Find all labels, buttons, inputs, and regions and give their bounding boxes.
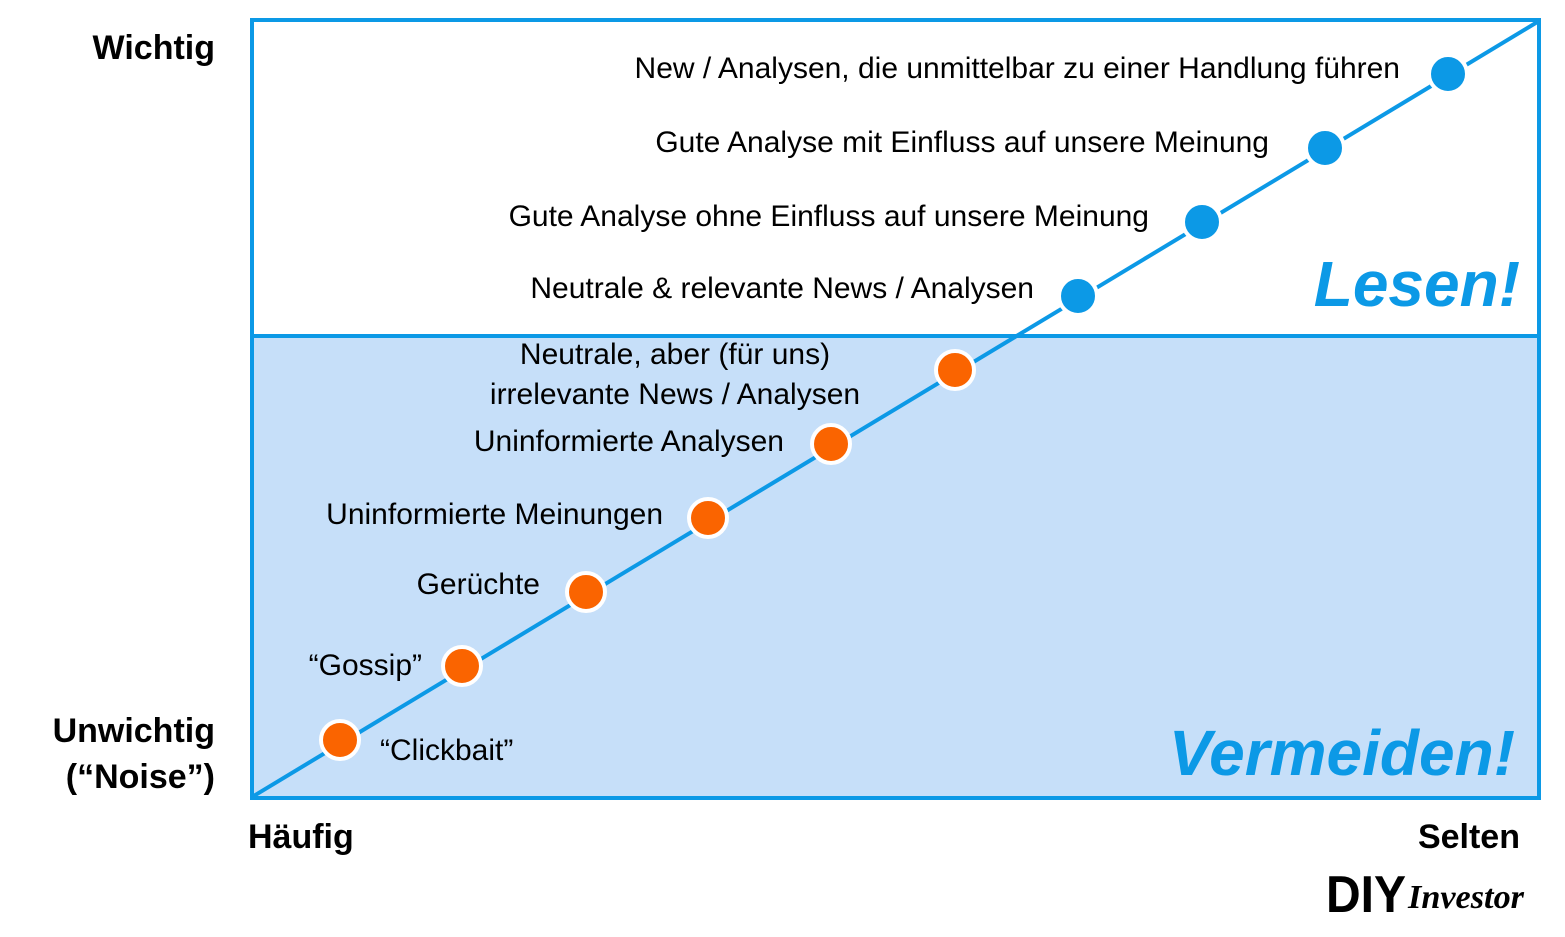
logo-text-diy: DIY [1326, 866, 1406, 924]
dot-analyse-mit-einfluss [1304, 127, 1346, 169]
dot-geruechte [565, 571, 607, 613]
dot-uninformierte-meinungen [687, 497, 729, 539]
label-geruechte: Gerüchte [417, 568, 540, 601]
label-analyse-ohne-einfluss: Gute Analyse ohne Einfluss auf unsere Me… [509, 200, 1149, 233]
label-gossip: “Gossip” [309, 649, 422, 682]
label-irrelevante-news-line1: Neutrale, aber (für uns) [520, 338, 830, 371]
label-irrelevante-news-line2: irrelevante News / Analysen [490, 378, 860, 411]
label-handlung: New / Analysen, die unmittelbar zu einer… [635, 52, 1400, 85]
avoid-zone [252, 336, 1539, 798]
y-axis-bottom-label-line1: Unwichtig [53, 712, 215, 750]
x-axis-right-label: Selten [1418, 818, 1520, 856]
label-uninformierte-meinungen: Uninformierte Meinungen [326, 498, 663, 531]
zone-label-read: Lesen! [1314, 248, 1520, 320]
zone-label-avoid: Vermeiden! [1169, 717, 1515, 789]
label-analyse-mit-einfluss: Gute Analyse mit Einfluss auf unsere Mei… [655, 126, 1269, 159]
y-axis-top-label: Wichtig [93, 29, 215, 67]
dot-clickbait [319, 719, 361, 761]
dot-uninformierte-analysen [810, 423, 852, 465]
dot-handlung [1427, 53, 1469, 95]
label-clickbait: “Clickbait” [380, 734, 513, 767]
logo-text-investor: Investor [1407, 879, 1525, 916]
dot-irrelevante-news [934, 349, 976, 391]
dot-gossip [441, 645, 483, 687]
diagram-frame [250, 18, 1541, 800]
diy-investor-logo: DIY Investor [1326, 866, 1525, 924]
dot-analyse-ohne-einfluss [1181, 201, 1223, 243]
label-relevante-news: Neutrale & relevante News / Analysen [530, 272, 1034, 305]
y-axis-bottom-label-line2: (“Noise”) [66, 758, 215, 796]
dot-relevante-news [1057, 275, 1099, 317]
x-axis-left-label: Häufig [248, 818, 354, 856]
label-uninformierte-analysen: Uninformierte Analysen [474, 425, 784, 458]
